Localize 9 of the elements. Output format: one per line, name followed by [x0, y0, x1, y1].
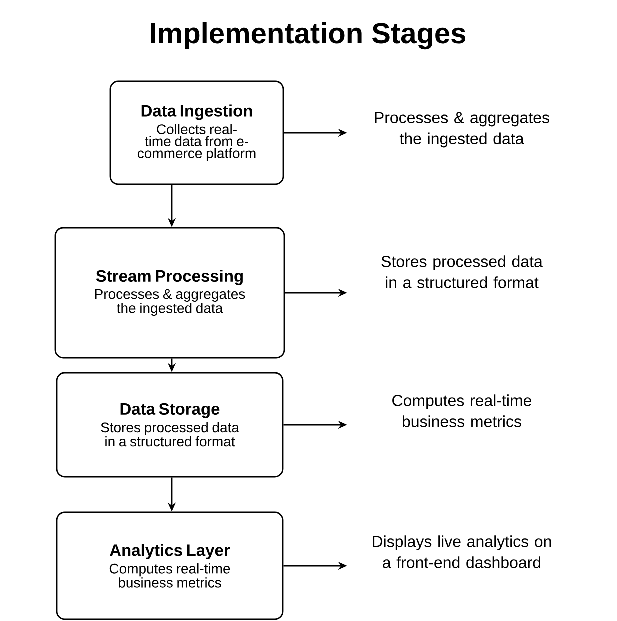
title: Implementation Stages — [151, 22, 466, 50]
process-box: Data Storage Stores processed data in a structured format — [56, 372, 284, 478]
stage-description: Stores processed data in a structured format — [382, 256, 543, 288]
stage-description: Displays live analytics on a front-end dashboard — [373, 536, 552, 568]
process-box: Stream Processing Processes & aggregates the ingested data — [54, 227, 286, 359]
stage-description: Processes & aggregates the ingested data — [375, 112, 550, 148]
process-box: Analytics Layer Computes real-time business metrics — [56, 512, 284, 620]
process-box: Data Ingestion Collects real-time data from e-commerce platform — [110, 80, 284, 186]
stage-description: Computes real-time business metrics — [392, 394, 532, 428]
